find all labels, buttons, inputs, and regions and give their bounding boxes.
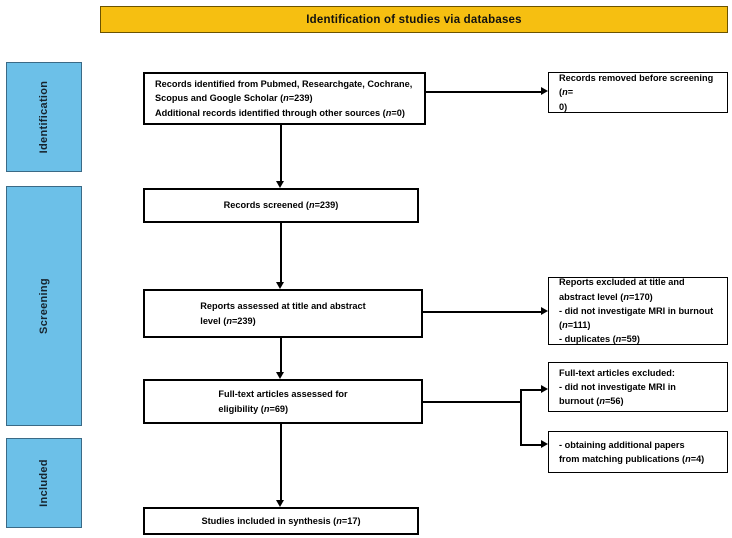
arrow-bus-to-fulltext-excluded xyxy=(541,385,548,393)
phase-bar-identification: Identification xyxy=(6,62,82,172)
additional-papers-line-2: from matching publications (n=4) xyxy=(559,454,705,464)
additional-papers-line-1: - obtaining additional papers xyxy=(559,439,685,450)
records-identified-line-2: Scopus and Google Scholar (n=239) xyxy=(155,93,313,104)
phase-bar-included: Included xyxy=(6,438,82,528)
box-records-removed: Records removed before screening (n= 0) xyxy=(548,72,728,113)
arrow-assessed-to-excluded xyxy=(541,307,548,315)
reports-assessed-line-1: Reports assessed at title and abstract xyxy=(200,301,366,312)
diagram-header-banner: Identification of studies via databases xyxy=(100,6,728,33)
box-additional-papers: - obtaining additional papers from match… xyxy=(548,431,728,473)
connector-bus-vertical xyxy=(520,389,522,445)
records-identified-line-3: Additional records identified through ot… xyxy=(155,107,405,118)
fulltext-excluded-line-1: Full-text articles excluded: xyxy=(559,367,675,378)
fulltext-excluded-line-2: - did not investigate MRI in xyxy=(559,381,676,392)
connector-fulltext-to-included xyxy=(280,424,282,500)
box-records-identified: Records identified from Pubmed, Research… xyxy=(143,72,426,125)
reports-assessed-line-2: level (n=239) xyxy=(200,315,256,326)
connector-screened-to-assessed xyxy=(280,223,282,282)
records-screened-line-1: Records screened (n=239) xyxy=(223,200,339,211)
arrow-assessed-to-fulltext xyxy=(276,372,284,379)
phase-label-included: Included xyxy=(38,459,50,507)
box-reports-assessed: Reports assessed at title and abstract l… xyxy=(143,289,423,338)
phase-label-identification: Identification xyxy=(38,80,50,154)
fulltext-excluded-line-3: burnout (n=56) xyxy=(559,396,624,407)
studies-included-line-1: Studies included in synthesis (n=17) xyxy=(201,515,361,526)
reports-excluded-line-1: Reports excluded at title and xyxy=(559,277,685,288)
box-studies-included: Studies included in synthesis (n=17) xyxy=(143,507,419,535)
phase-bar-screening: Screening xyxy=(6,186,82,426)
box-fulltext-assessed: Full-text articles assessed for eligibil… xyxy=(143,379,423,424)
connector-assessed-to-excluded xyxy=(423,311,541,313)
connector-bus-to-fulltext-excluded xyxy=(520,389,541,391)
connector-bus-to-additional-papers xyxy=(520,444,541,446)
reports-excluded-line-2: abstract level (n=170) xyxy=(559,291,653,302)
records-removed-line-1: Records removed before screening (n= xyxy=(559,73,714,98)
box-fulltext-excluded: Full-text articles excluded: - did not i… xyxy=(548,362,728,412)
arrow-bus-to-additional-papers xyxy=(541,440,548,448)
fulltext-assessed-line-1: Full-text articles assessed for xyxy=(218,389,348,400)
reports-excluded-line-4: (n=111) xyxy=(559,320,591,331)
connector-identified-to-screened xyxy=(280,125,282,181)
fulltext-assessed-line-2: eligibility (n=69) xyxy=(218,403,289,414)
connector-fulltext-to-bus xyxy=(423,401,521,403)
box-reports-excluded: Reports excluded at title and abstract l… xyxy=(548,277,728,345)
phase-label-screening: Screening xyxy=(38,278,50,334)
records-removed-line-2: 0) xyxy=(559,101,568,112)
reports-excluded-line-5: - duplicates (n=59) xyxy=(559,334,640,345)
box-records-screened: Records screened (n=239) xyxy=(143,188,419,223)
connector-identified-to-removed xyxy=(426,91,541,93)
connector-assessed-to-fulltext xyxy=(280,338,282,372)
arrow-identified-to-screened xyxy=(276,181,284,188)
records-identified-line-1: Records identified from Pubmed, Research… xyxy=(155,79,413,90)
reports-excluded-line-3: - did not investigate MRI in burnout xyxy=(559,305,714,316)
arrow-screened-to-assessed xyxy=(276,282,284,289)
banner-title: Identification of studies via databases xyxy=(306,13,522,26)
arrow-fulltext-to-included xyxy=(276,500,284,507)
arrow-identified-to-removed xyxy=(541,87,548,95)
